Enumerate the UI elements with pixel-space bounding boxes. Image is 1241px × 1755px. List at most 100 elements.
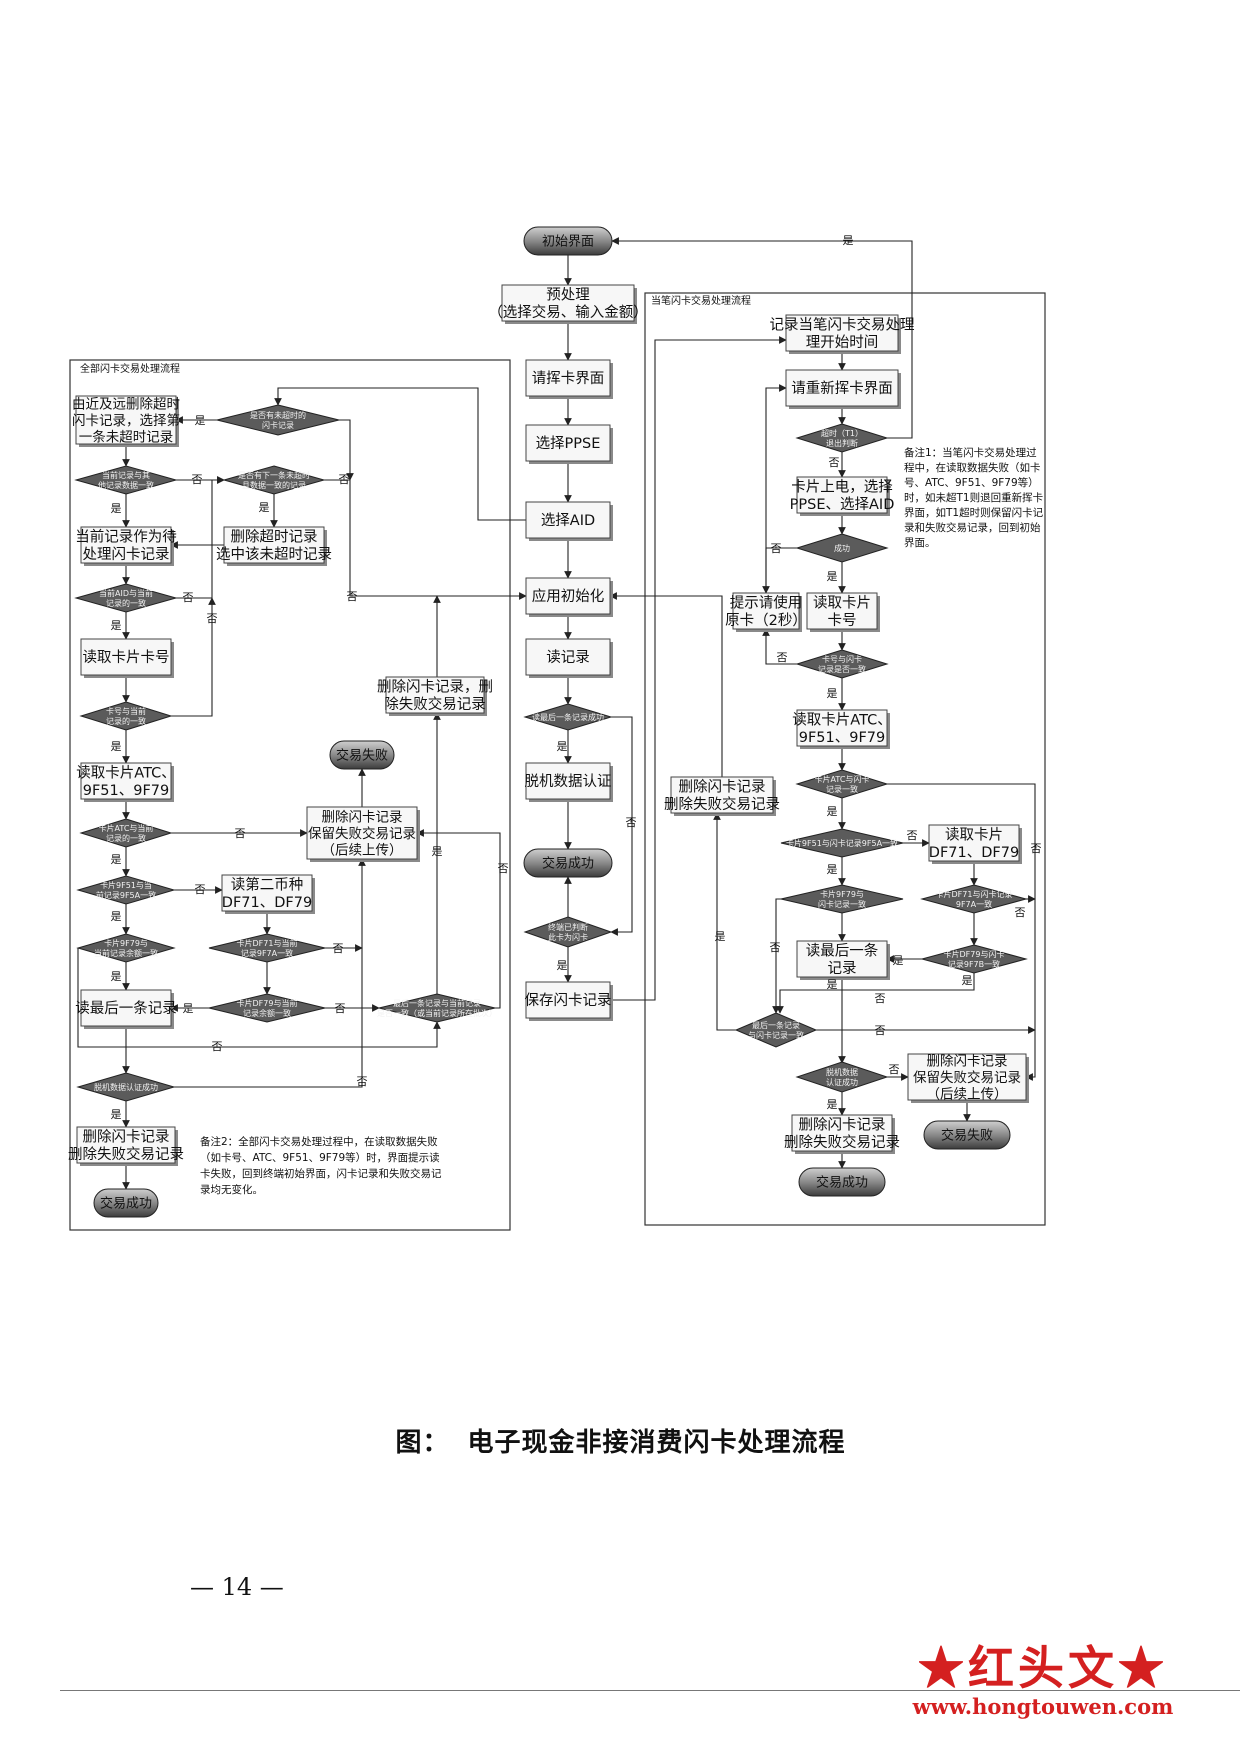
node-m-readrec-text: 读记录 (546, 649, 590, 666)
region-right (644, 292, 1046, 1226)
note-right: 号、ATC、9F51、9F79等） (904, 476, 1039, 489)
node-l-offauth-text: 脱机数据认证成功 (94, 1082, 158, 1092)
node-l-q6-text: 前记录9F5A一致 (96, 890, 156, 900)
node-l-q10-text: 最后一条记录与当前记录 (393, 998, 481, 1008)
edge-70 (77, 948, 441, 1048)
edge-label-yes: 是 (111, 740, 122, 753)
node-r-ok-text: 成功 (834, 543, 850, 553)
edge-label-no: 否 (907, 829, 918, 842)
node-l-q9-text: 记录余额一致 (243, 1008, 291, 1018)
edge-label-yes: 是 (111, 853, 122, 866)
edge-35 (776, 973, 975, 1014)
node-l-cardno-text: 读取卡片卡号 (83, 649, 170, 666)
node-r-power-text: PPSE、选择AID (790, 496, 895, 513)
node-r-hint-text: 提示请使用 (730, 594, 803, 611)
node-l-q3-text: 记录的一致 (106, 598, 146, 608)
node-r-delfail-text: 保留失败交易记录 (913, 1069, 1021, 1086)
footer-divider (60, 1690, 1240, 1691)
node-m-ppse: 选择PPSE (525, 424, 613, 464)
node-m-ppse-text: 选择PPSE (536, 435, 601, 452)
node-m-lastrec: 读最后一条记录成功 (523, 703, 613, 731)
region-left (69, 359, 511, 1231)
edge-label-no: 否 (207, 612, 218, 625)
node-l-q5-text: 记录的一致 (106, 833, 146, 843)
node-m-init: 初始界面 (523, 226, 613, 256)
note-right: 界面。 (904, 537, 936, 549)
edge-label-yes: 是 (827, 1098, 838, 1111)
node-r-rewave-text: 请重新挥卡界面 (791, 380, 893, 397)
note-left: （如卡号、ATC、9F51、9F79等）时，界面提示读 (200, 1151, 440, 1164)
edge-44 (274, 387, 526, 521)
node-r-timeout-text: 退出判断 (826, 438, 858, 448)
edge-label-yes: 是 (111, 910, 122, 923)
node-r-cmpdf71-text: 9F7A一致 (956, 899, 992, 909)
node-r-fail: 交易失败 (923, 1120, 1011, 1150)
node-r-readlast-text: 记录 (828, 960, 857, 977)
node-l-cardno: 读取卡片卡号 (80, 638, 174, 678)
node-l-success-text: 交易成功 (100, 1196, 152, 1212)
node-m-appinit-text: 应用初始化 (532, 587, 605, 605)
edge-label-yes: 是 (827, 978, 838, 991)
node-r-hint-text: 原卡（2秒） (725, 612, 807, 629)
node-m-readrec: 读记录 (525, 638, 613, 678)
node-l-fail-text: 交易失败 (336, 748, 388, 764)
node-r-offauth-text: 脱机数据 (826, 1067, 858, 1077)
node-r-cmpatc-text: 记录一致 (826, 784, 858, 794)
node-l-atc-text: 读取卡片ATC、 (76, 764, 175, 781)
node-r-power: 卡片上电，选择PPSE、选择AID (790, 476, 895, 516)
edge-label-yes: 是 (962, 974, 973, 987)
node-m-appinit: 应用初始化 (525, 577, 613, 617)
node-l-del2-text: 删除失败交易记录 (68, 1145, 184, 1163)
note-right: 界面，如T1超时则保留闪卡记 (904, 506, 1044, 519)
edge-label-no: 否 (192, 473, 203, 486)
node-l-success: 交易成功 (93, 1188, 159, 1218)
node-l-q4-text: 记录的一致 (106, 716, 146, 726)
edge-label-no: 否 (212, 1040, 223, 1053)
edge-label-no: 否 (347, 590, 358, 603)
edge-55 (176, 476, 225, 599)
edge-50 (339, 419, 354, 481)
edge-11 (610, 716, 633, 936)
node-l-del-text: 除失败交易记录 (384, 695, 486, 713)
node-l-delfail-text: 删除闪卡记录 (322, 809, 403, 825)
node-l-delto-text: 选中该未超时记录 (216, 546, 332, 563)
edge-label-no: 否 (875, 992, 886, 1005)
edge-label-yes: 是 (827, 687, 838, 700)
node-r-cmpatc-text: 卡片ATC与闪卡 (815, 774, 870, 784)
node-m-offline: 脱机数据认证 (525, 762, 613, 802)
page-number: — 14 — (190, 1573, 284, 1601)
node-r-offauth: 脱机数据认证成功 (795, 1061, 889, 1093)
edge-label-yes: 是 (557, 740, 568, 753)
edge-30 (762, 628, 797, 665)
node-r-atc-text: 读取卡片ATC、 (792, 711, 891, 728)
edge-label-yes: 是 (557, 959, 568, 972)
edge-label-no: 否 (771, 542, 782, 555)
node-l-readlast-text: 读最后一条记录 (75, 1000, 177, 1017)
edge-label-yes: 是 (715, 930, 726, 943)
node-r-readlast-text: 读最后一条 (806, 942, 879, 959)
node-r-offauth-text: 认证成功 (826, 1077, 858, 1087)
node-m-pre: 预处理（选择交易、输入金额） (488, 284, 648, 324)
edge-label-no: 否 (357, 1075, 368, 1088)
node-r-timeout-text: 超时（T1） (821, 428, 863, 438)
node-r-fail-text: 交易失败 (941, 1128, 993, 1144)
node-r-atc-text: 9F51、9F79 (799, 730, 886, 746)
node-l-q3-text: 当前AID与当前 (99, 588, 153, 598)
node-r-delok-text: 删除闪卡记录 (799, 1116, 886, 1133)
node-m-pre-text: （选择交易、输入金额） (488, 303, 648, 321)
node-m-save-text: 保存闪卡记录 (525, 992, 612, 1009)
